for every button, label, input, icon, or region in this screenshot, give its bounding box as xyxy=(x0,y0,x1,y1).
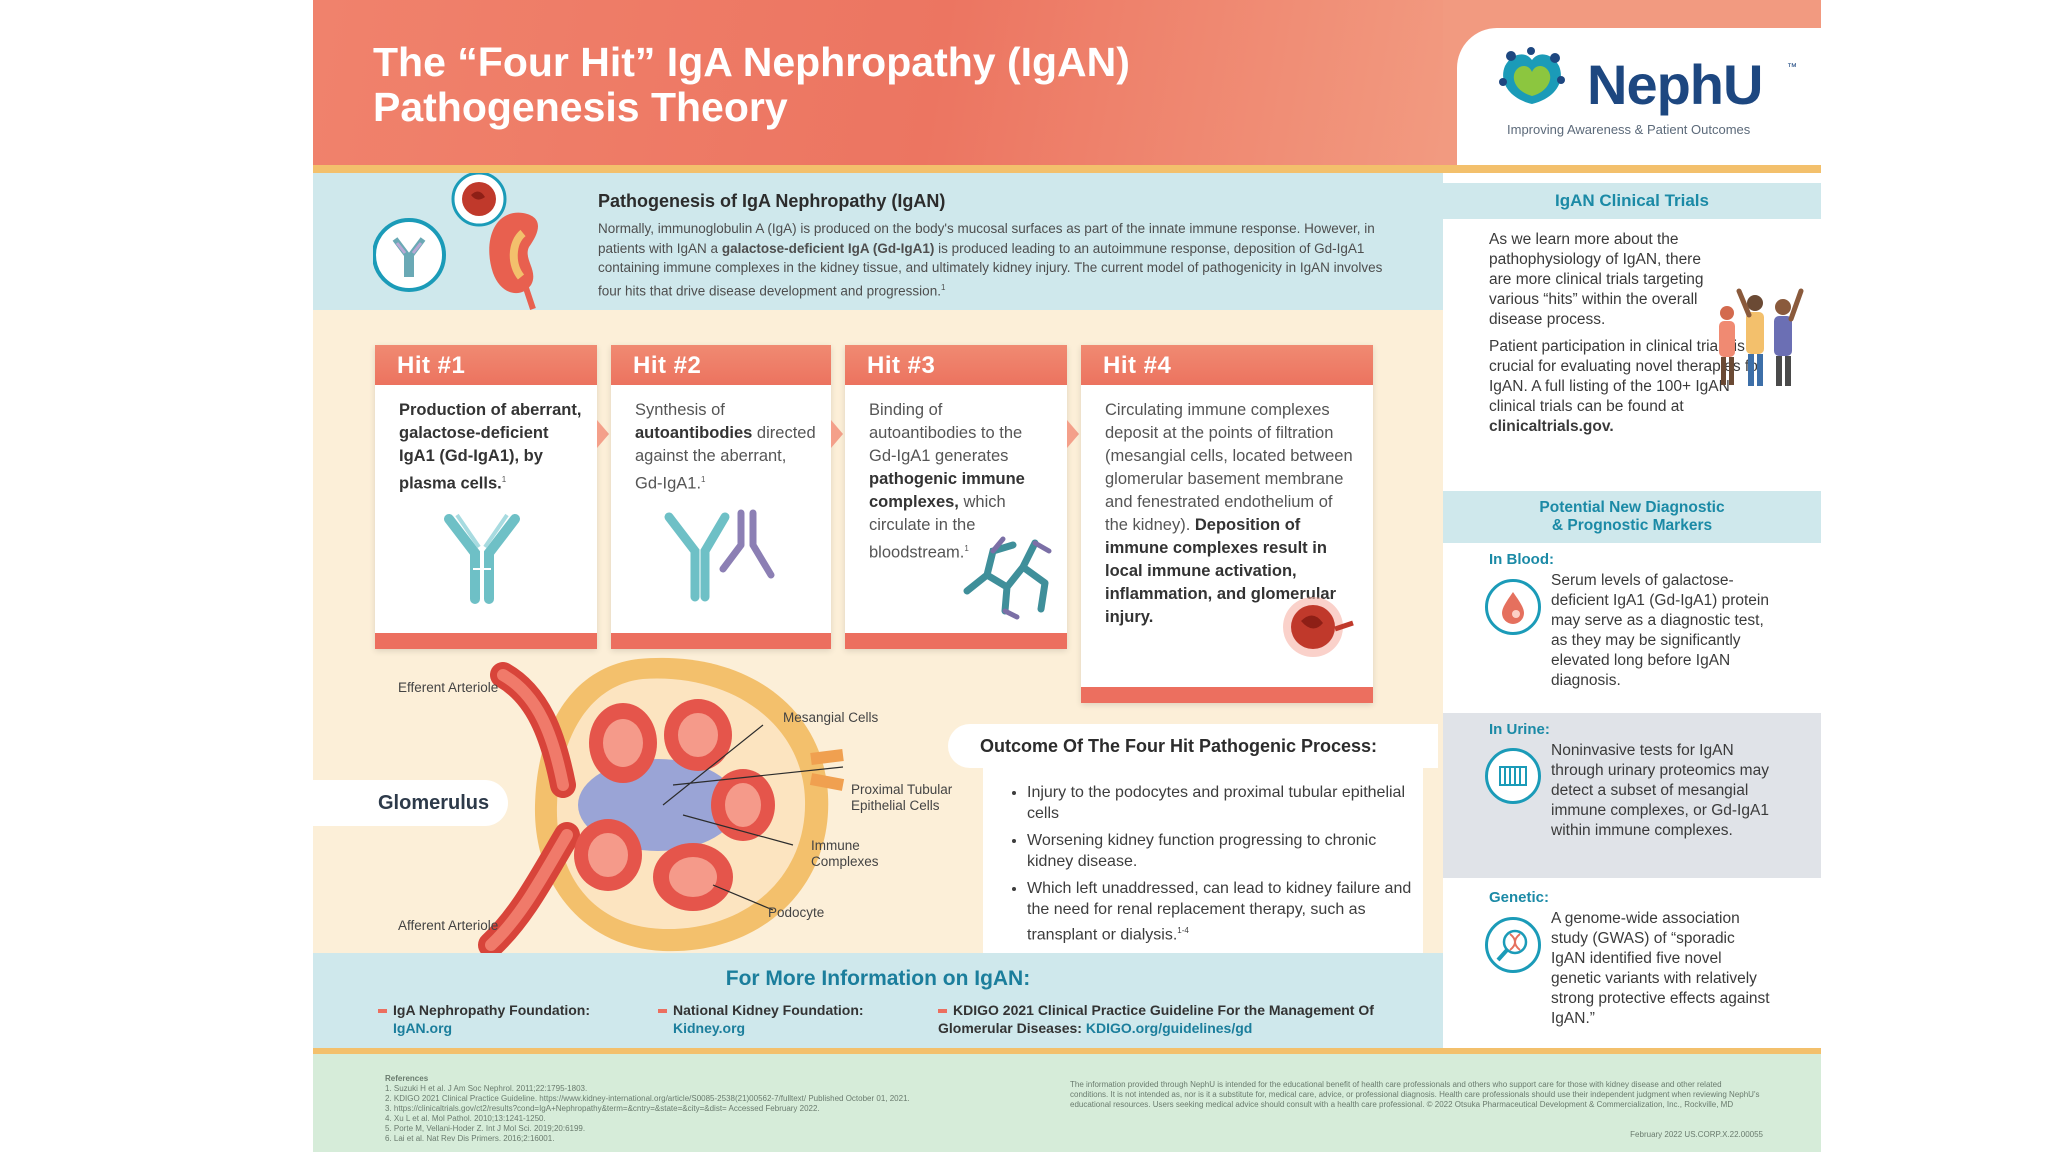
more-info-item: KDIGO 2021 Clinical Practice Guideline F… xyxy=(938,1002,1374,1036)
list-item: Worsening kidney function progressing to… xyxy=(1027,830,1413,872)
sidebar: IgAN Clinical Trials As we learn more ab… xyxy=(1443,173,1821,1048)
hit-card-2: Hit #2 Synthesis of autoantibodies direc… xyxy=(611,345,831,649)
hit-title: Hit #1 xyxy=(375,345,597,385)
link-igan-org[interactable]: IgAN.org xyxy=(393,1020,453,1036)
intro-heading: Pathogenesis of IgA Nephropathy (IgAN) xyxy=(598,191,946,211)
label-immune-complexes: Immune Complexes xyxy=(811,838,879,869)
disclaimer: The information provided through NephU i… xyxy=(1070,1080,1760,1109)
outcome-list: Injury to the podocytes and proximal tub… xyxy=(983,768,1423,945)
patients-group-icon xyxy=(1719,288,1804,386)
divider-bottom xyxy=(313,1048,1821,1054)
glomerulus-title: Glomerulus xyxy=(313,780,508,826)
page-title: The “Four Hit” IgA Nephropathy (IgAN) Pa… xyxy=(373,39,1130,130)
genetic-text: A genome-wide association study (GWAS) o… xyxy=(1551,910,1770,1027)
immune-complex-icon xyxy=(963,536,1052,620)
document-code: February 2022 US.CORP.X.22.00055 xyxy=(1630,1130,1763,1139)
reference-item: 1. Suzuki H et al. J Am Soc Nephrol. 201… xyxy=(385,1084,588,1093)
trials-paragraph-2: Patient participation in clinical trials… xyxy=(1489,338,1763,435)
hit-card-4: Hit #4 Circulating immune complexes depo… xyxy=(1081,345,1373,703)
reference-item: 4. Xu L et al. Mol Pathol. 2010;13:1241-… xyxy=(385,1114,546,1123)
urine-test-icon xyxy=(1485,748,1541,804)
link-kidney-org[interactable]: Kidney.org xyxy=(673,1020,746,1036)
genetic-label: Genetic: xyxy=(1489,889,1550,906)
bullet-dash xyxy=(658,1009,667,1014)
autoantibody-icon xyxy=(664,509,775,602)
link-kdigo[interactable]: KDIGO.org/guidelines/gd xyxy=(1085,1020,1253,1036)
header-banner: The “Four Hit” IgA Nephropathy (IgAN) Pa… xyxy=(313,0,1443,165)
arrow-right-icon xyxy=(1067,420,1079,448)
hit-description: Synthesis of autoantibodies directed aga… xyxy=(635,401,816,493)
references-list: 1. Suzuki H et al. J Am Soc Nephrol. 201… xyxy=(385,1084,1045,1144)
label-afferent-arteriole: Afferent Arteriole xyxy=(398,918,499,933)
glomerulus-diagram xyxy=(478,657,845,955)
divider-top xyxy=(313,165,1821,173)
blood-text: Serum levels of galactose-deficient IgA1… xyxy=(1551,572,1769,689)
reference-item: 3. https://clinicaltrials.gov/ct2/result… xyxy=(385,1104,820,1113)
intro-section: Pathogenesis of IgA Nephropathy (IgAN) N… xyxy=(313,173,1443,310)
more-info-item: IgA Nephropathy Foundation: IgAN.org xyxy=(378,1001,618,1037)
markers-heading: Potential New Diagnostic& Prognostic Mar… xyxy=(1443,491,1821,543)
hit-card-3: Hit #3 Binding of autoantibodies to the … xyxy=(845,345,1067,649)
hit-description: Circulating immune complexes deposit at … xyxy=(1105,401,1353,626)
hit-title: Hit #3 xyxy=(845,345,1067,385)
reference-item: 2. KDIGO 2021 Clinical Practice Guidelin… xyxy=(385,1094,910,1103)
brand-trademark: ™ xyxy=(1787,62,1797,73)
label-proximal-tubular: Proximal Tubular Epithelial Cells xyxy=(851,782,953,813)
reference-item: 6. Lai et al. Nat Rev Dis Primers. 2016;… xyxy=(385,1134,555,1143)
references-title: References xyxy=(385,1074,429,1083)
brand-name: NephU xyxy=(1587,53,1763,116)
hit-description: Binding of autoantibodies to the Gd-IgA1… xyxy=(869,401,1025,562)
hit-title: Hit #2 xyxy=(611,345,831,385)
nephu-logo-icon xyxy=(1499,47,1565,104)
antibody-icon xyxy=(444,513,520,604)
more-info-item: National Kidney Foundation: Kidney.org xyxy=(658,1001,898,1037)
footer: References 1. Suzuki H et al. J Am Soc N… xyxy=(313,1054,1821,1152)
brand-tagline: Improving Awareness & Patient Outcomes xyxy=(1507,122,1751,137)
bullet-dash xyxy=(378,1009,387,1014)
label-podocyte: Podocyte xyxy=(768,905,825,920)
blood-drop-icon xyxy=(1485,579,1541,635)
more-info-section: For More Information on IgAN: IgA Nephro… xyxy=(313,953,1443,1048)
clinical-trials-heading: IgAN Clinical Trials xyxy=(1443,183,1821,219)
brand-card: NephU ™ Improving Awareness & Patient Ou… xyxy=(1457,28,1821,168)
label-efferent-arteriole: Efferent Arteriole xyxy=(398,680,499,695)
list-item: Injury to the podocytes and proximal tub… xyxy=(1027,782,1413,824)
hit-card-1: Hit #1 Production of aberrant, galactose… xyxy=(375,345,597,649)
brand-area: NephU ™ Improving Awareness & Patient Ou… xyxy=(1443,0,1821,168)
label-mesangial-cells: Mesangial Cells xyxy=(783,710,879,725)
list-item: Which left unaddressed, can lead to kidn… xyxy=(1027,878,1413,945)
arrow-right-icon xyxy=(831,420,843,448)
trials-paragraph-1: As we learn more about the pathophysiolo… xyxy=(1489,231,1704,328)
reference-item: 5. Porte M, Vellani-Hoder Z. Int J Mol S… xyxy=(385,1124,586,1133)
in-urine-label: In Urine: xyxy=(1489,721,1550,738)
outcome-box: Injury to the podocytes and proximal tub… xyxy=(983,768,1423,953)
hit-title: Hit #4 xyxy=(1081,345,1373,385)
outcome-title: Outcome Of The Four Hit Pathogenic Proce… xyxy=(948,724,1438,768)
infographic: The “Four Hit” IgA Nephropathy (IgAN) Pa… xyxy=(313,0,1821,1152)
urine-text: Noninvasive tests for IgAN through urina… xyxy=(1551,742,1769,839)
hit-description: Production of aberrant, galactose-defici… xyxy=(399,401,582,493)
bullet-dash xyxy=(938,1009,947,1014)
inflamed-glomerulus-icon xyxy=(1283,597,1354,657)
link-clinicaltrials[interactable]: clinicaltrials.gov. xyxy=(1489,418,1614,435)
in-blood-label: In Blood: xyxy=(1489,551,1554,568)
dna-magnifier-icon xyxy=(1485,917,1541,973)
antibody-kidney-icon xyxy=(373,173,538,310)
intro-paragraph: Normally, immunoglobulin A (IgA) is prod… xyxy=(598,221,1383,298)
more-info-title: For More Information on IgAN: xyxy=(725,967,1031,990)
arrow-right-icon xyxy=(597,420,609,448)
